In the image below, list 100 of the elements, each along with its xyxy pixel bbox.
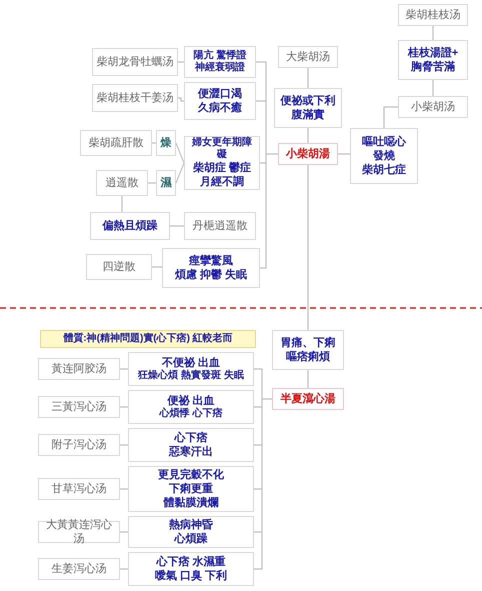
- formula-name: 半夏瀉心湯: [280, 392, 336, 406]
- connector-line: [152, 142, 156, 144]
- symptom-text: 煩慮 抑鬱 失眠: [174, 268, 248, 282]
- connector-line: [178, 98, 184, 102]
- symptom-text: 桂枝湯證+: [408, 46, 458, 60]
- symptom-box: [398, 40, 468, 80]
- formula-box: [278, 46, 338, 68]
- symptom-text: 下痢更重: [169, 482, 213, 496]
- tag-box: [156, 170, 176, 196]
- formula-box: [38, 434, 120, 456]
- tag-text: 濕: [160, 176, 172, 190]
- symptom-text: 便澀口渴: [198, 87, 242, 101]
- symptom-text: 陽亢 驚悸證: [194, 50, 246, 61]
- main-formula-box: [278, 143, 338, 165]
- connector-line: [176, 142, 184, 164]
- connector-line: [148, 182, 156, 184]
- formula-name: 小柴胡汤: [411, 100, 455, 114]
- formula-name: 柴胡龙骨牡蠣汤: [96, 55, 174, 69]
- symptom-box: [272, 330, 344, 370]
- connector-line: [176, 162, 184, 184]
- symptom-text: 更見完穀不化: [158, 468, 224, 482]
- formula-name: 四逆散: [102, 260, 136, 274]
- symptom-text: 熱病神昏: [169, 518, 213, 532]
- symptom-box: [128, 466, 254, 512]
- note-box: [40, 330, 256, 348]
- formula-name: 逍遥散: [106, 176, 138, 190]
- formula-name: 柴胡疏肝散: [88, 136, 144, 150]
- tag-text: 燥: [160, 136, 172, 150]
- symptom-box: [128, 390, 254, 424]
- note-text: 體質:神(精神問題)實(心下痞) 紅較老而: [63, 333, 233, 345]
- symptom-box: [184, 136, 260, 190]
- symptom-text: 心下痞: [174, 431, 208, 445]
- formula-name: 甘草泻心汤: [52, 482, 106, 496]
- formula-box: [96, 170, 148, 196]
- formula-name: 小柴胡湯: [286, 147, 330, 161]
- formula-box: [86, 254, 152, 280]
- formula-box: [38, 358, 120, 380]
- connector-line: [120, 444, 128, 446]
- symptom-text: 偏熱且煩躁: [102, 219, 158, 233]
- formula-box: [184, 212, 256, 240]
- connector-line: [120, 368, 128, 370]
- formula-name: 大柴胡汤: [286, 50, 330, 64]
- symptom-text: 胸脅苦滿: [411, 60, 455, 74]
- formula-box: [38, 396, 120, 418]
- formula-name: 柴胡桂枝汤: [406, 8, 460, 22]
- connector-line: [120, 568, 128, 570]
- symptom-text: 便祕或下利: [280, 94, 336, 108]
- formula-box: [80, 130, 152, 156]
- symptom-text: 柴胡七症: [362, 163, 406, 177]
- symptom-text: 不便祕 出血: [162, 356, 220, 369]
- symptom-box: [90, 212, 170, 240]
- main-formula-box: [272, 388, 344, 410]
- connector-line: [260, 154, 278, 268]
- symptom-text: 便祕 出血: [167, 394, 215, 407]
- formula-name: 丹梔逍遥散: [192, 219, 248, 233]
- symptom-text: 噯氣 口臭 下利: [154, 569, 228, 583]
- symptom-text: 心下痞 水濕重: [156, 555, 226, 569]
- formula-name: 生姜泻心汤: [52, 562, 106, 576]
- symptom-box: [184, 82, 256, 120]
- connector-line: [432, 26, 434, 40]
- formula-name: 黃连阿胶汤: [52, 362, 106, 376]
- symptom-text: 腹滿實: [292, 108, 324, 122]
- symptom-text: 發燒: [373, 149, 395, 163]
- symptom-text: 心煩躁: [174, 532, 208, 546]
- formula-name: 附子泻心汤: [52, 438, 106, 452]
- connector-line: [254, 398, 272, 570]
- symptom-box: [128, 352, 254, 386]
- formula-name: 柴胡桂枝干姜汤: [96, 91, 174, 105]
- tag-box: [156, 130, 176, 156]
- connector-line: [384, 106, 398, 128]
- symptom-text: 神經衰弱證: [195, 62, 245, 74]
- symptom-text: 體黏膜潰爛: [164, 496, 218, 510]
- symptom-box: [184, 46, 256, 78]
- formula-name: 三黃泻心汤: [52, 400, 106, 414]
- symptom-text: 久病不癒: [198, 101, 242, 115]
- symptom-text: 嘔痞痢煩: [286, 350, 330, 364]
- symptom-text: 柴胡症 鬱症: [192, 161, 252, 175]
- symptom-box: [128, 516, 254, 548]
- formula-box: [398, 4, 468, 26]
- symptom-box: [128, 428, 254, 462]
- symptom-box: [128, 552, 254, 586]
- symptom-text: 嘔吐噁心: [362, 135, 406, 149]
- symptom-text: 惡寒汗出: [169, 445, 213, 459]
- symptom-box: [350, 128, 418, 184]
- formula-name: 大黃黃连泻心汤: [45, 518, 113, 546]
- symptom-box: [274, 88, 342, 128]
- connector-line: [120, 488, 128, 490]
- symptom-text: 狂燥心煩 熱實發斑 失眠: [138, 370, 244, 382]
- formula-box: [38, 558, 120, 580]
- symptom-text: 心煩悸 心下痞: [160, 408, 222, 420]
- connector-line: [152, 266, 162, 268]
- connector-line: [120, 406, 128, 408]
- formula-box: [92, 48, 178, 76]
- formula-box: [398, 96, 468, 118]
- symptom-box: [162, 248, 260, 288]
- formula-box: [38, 478, 120, 500]
- formula-box: [92, 84, 178, 112]
- symptom-text: 月經不調: [200, 175, 244, 189]
- connector-line: [432, 80, 434, 96]
- symptom-text: 婦女更年期障礙: [190, 137, 253, 161]
